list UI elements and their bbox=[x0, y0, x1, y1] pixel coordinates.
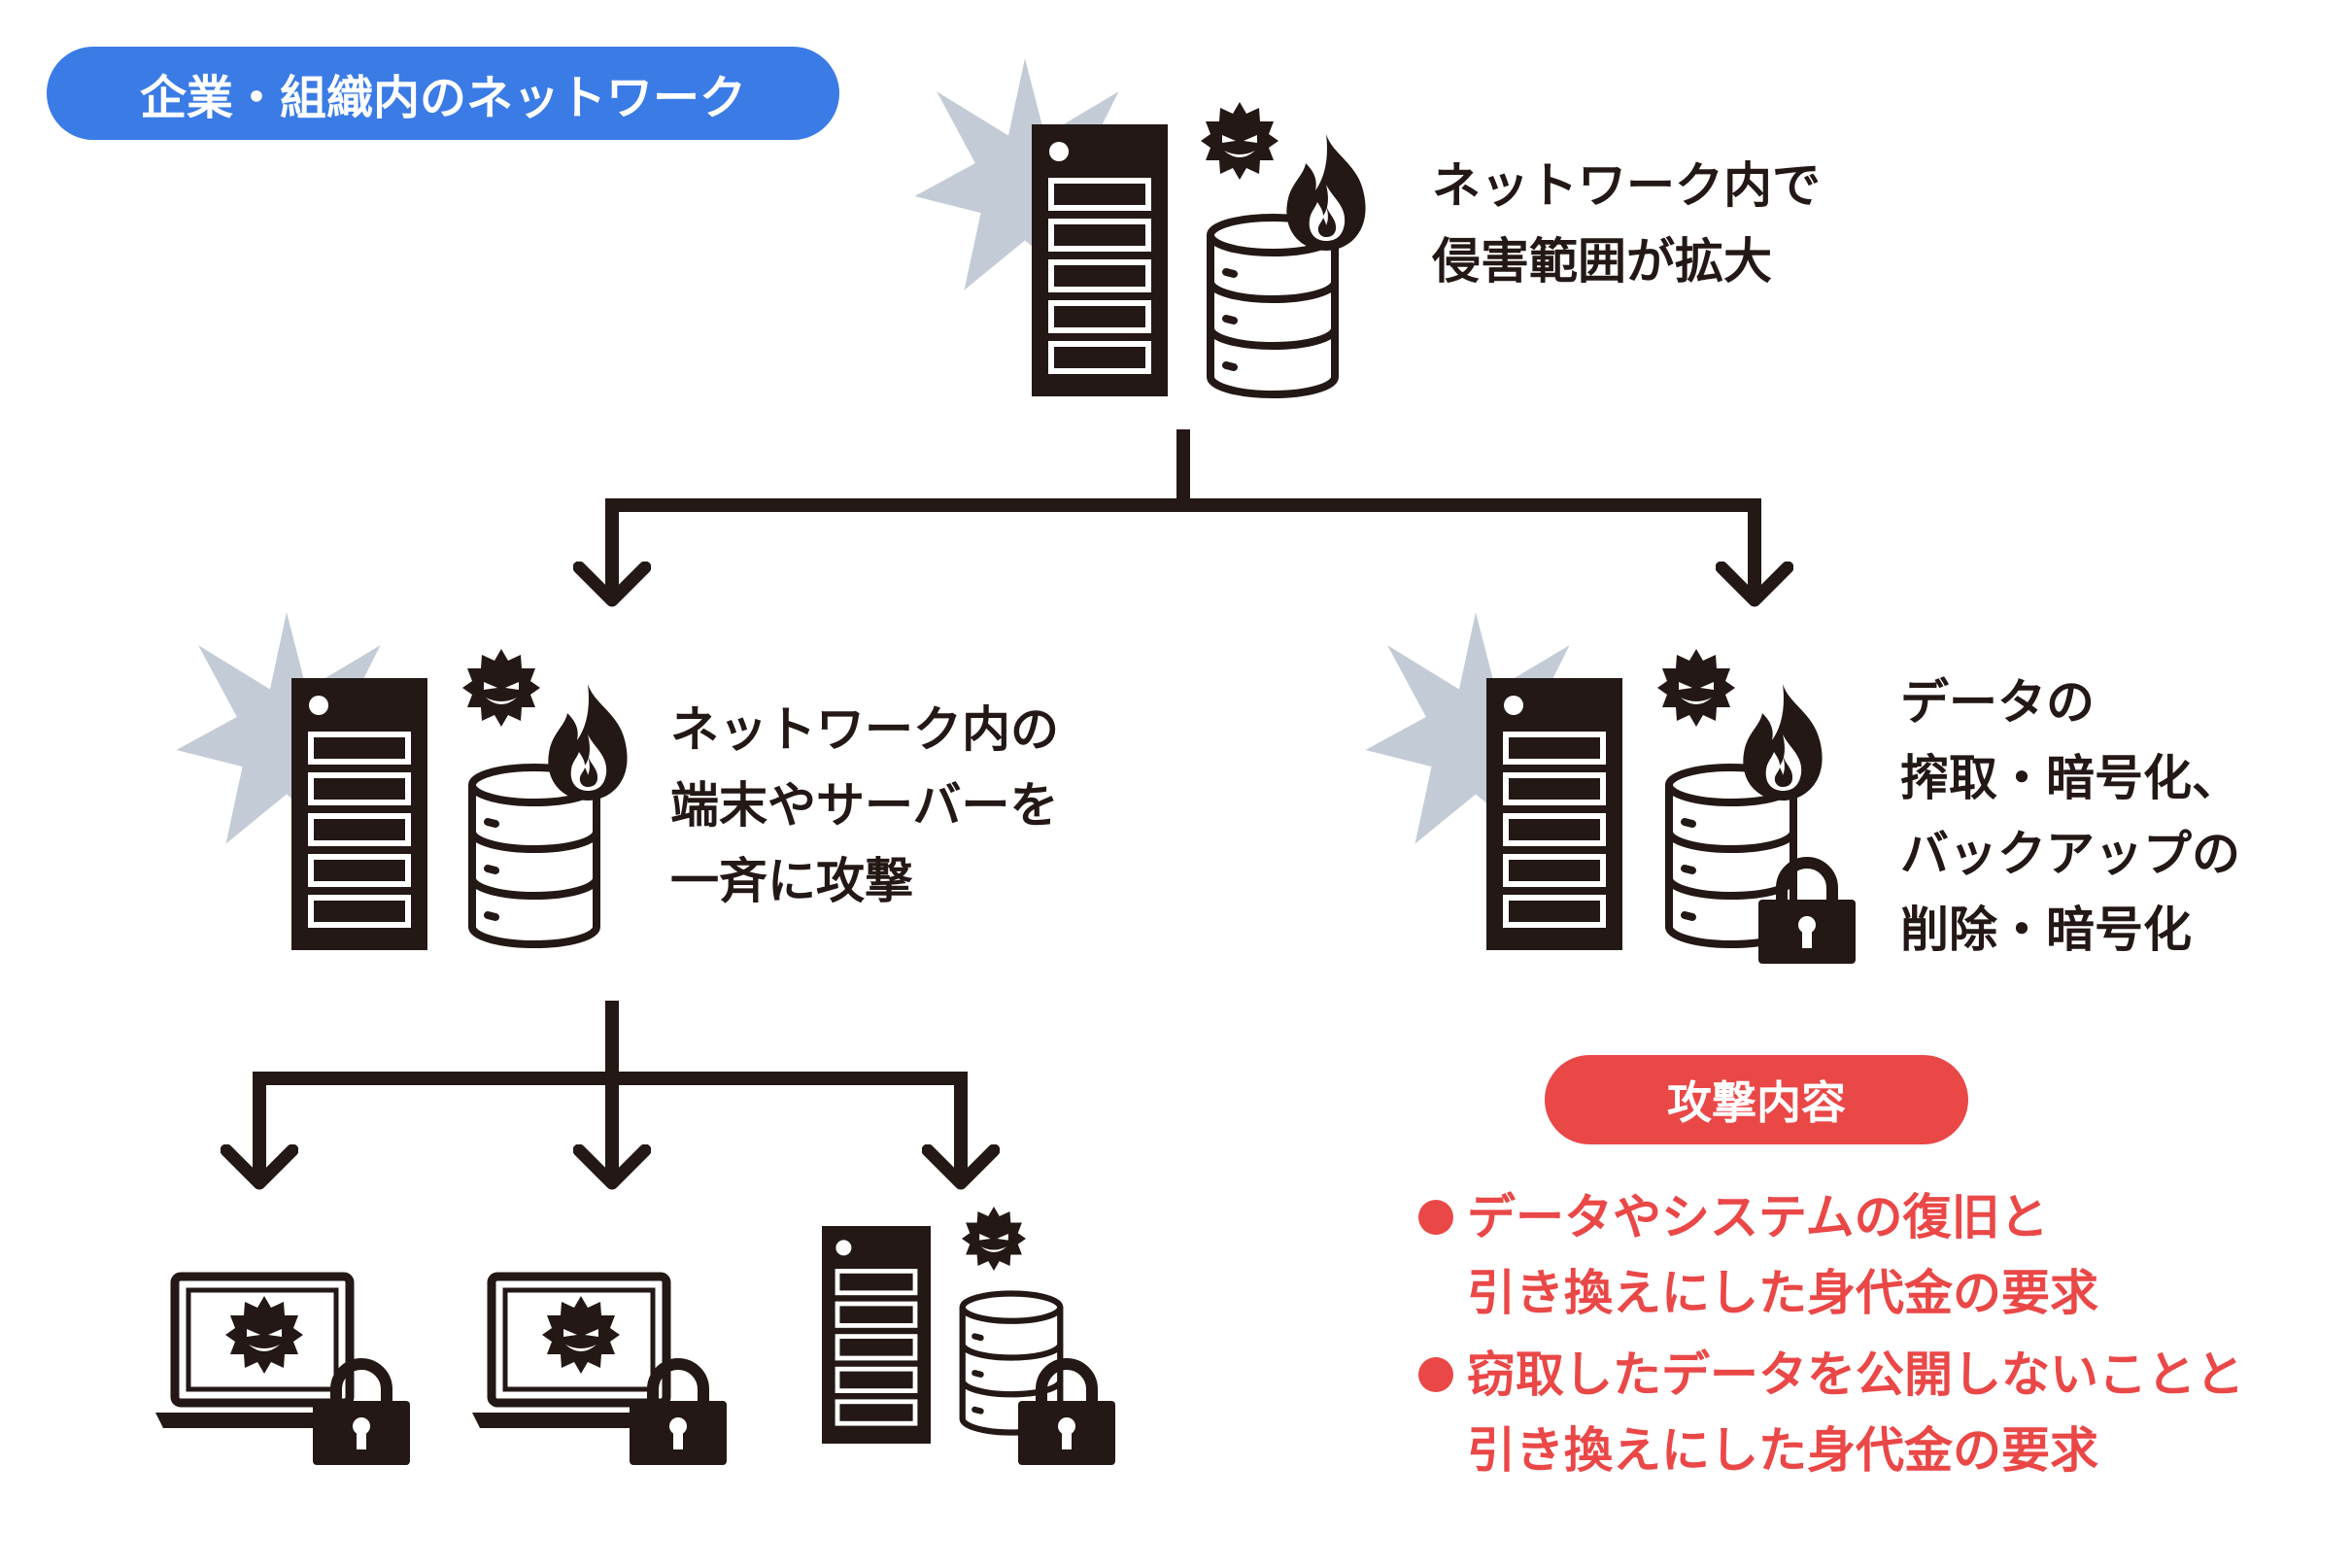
virus-icon bbox=[1201, 102, 1278, 180]
middle-right-node-label: データの 搾取・暗号化、 バックアップの 削除・暗号化 bbox=[1900, 665, 2240, 968]
arrow-down-icon bbox=[573, 562, 651, 610]
attack-item: 窃取したデータを公開しないことと 引き換えにした身代金の要求 bbox=[1418, 1337, 2244, 1488]
arrow-down-icon bbox=[922, 1144, 1000, 1193]
middle-left-node-label-line: 端末やサーバーを bbox=[670, 777, 1059, 834]
fire-icon bbox=[1282, 134, 1370, 251]
arrow-down-icon bbox=[1716, 562, 1793, 610]
attack-item-line: データやシステムの復旧と bbox=[1467, 1189, 2049, 1245]
virus-icon bbox=[962, 1207, 1026, 1271]
server-icon bbox=[291, 678, 427, 950]
fire-icon bbox=[544, 684, 631, 801]
fire-icon bbox=[1739, 684, 1826, 801]
attack-item: データやシステムの復旧と 引き換えにした身代金の要求 bbox=[1418, 1179, 2098, 1331]
middle-right-node-label-line: データの bbox=[1900, 674, 2095, 731]
server-icon bbox=[822, 1226, 931, 1444]
bullet-icon bbox=[1418, 1200, 1453, 1235]
middle-left-node-label-line: 一斉に攻撃 bbox=[670, 853, 913, 909]
lock-icon bbox=[313, 1358, 410, 1465]
lock-icon bbox=[1018, 1358, 1115, 1465]
attack-item-line: 引き換えにした身代金の要求 bbox=[1467, 1422, 2098, 1479]
network-scope-badge-label: 企業・組織内のネットワーク bbox=[139, 71, 746, 125]
attack-content-badge: 攻撃内容 bbox=[1545, 1055, 1968, 1144]
bullet-icon bbox=[1418, 1357, 1453, 1392]
virus-icon bbox=[225, 1296, 303, 1374]
attack-content-badge-label: 攻撃内容 bbox=[1667, 1076, 1846, 1129]
virus-icon bbox=[1657, 649, 1735, 727]
middle-left-node-label: ネットワーク内の 端末やサーバーを 一斉に攻撃 bbox=[670, 692, 1059, 919]
lock-icon bbox=[630, 1358, 727, 1465]
network-scope-badge: 企業・組織内のネットワーク bbox=[47, 47, 839, 140]
middle-left-node-label-line: ネットワーク内の bbox=[670, 701, 1059, 758]
virus-icon bbox=[462, 649, 540, 727]
top-node-label: ネットワーク内で 侵害範囲が拡大 bbox=[1432, 148, 1821, 299]
middle-right-node-label-line: 削除・暗号化 bbox=[1900, 902, 2192, 958]
server-icon bbox=[1032, 124, 1168, 396]
attack-item-line: 引き換えにした身代金の要求 bbox=[1467, 1265, 2098, 1321]
top-node-label-line: 侵害範囲が拡大 bbox=[1432, 233, 1772, 290]
middle-right-node-label-line: バックアップの bbox=[1900, 826, 2240, 882]
lock-icon bbox=[1758, 857, 1856, 964]
top-node-label-line: ネットワーク内で bbox=[1432, 157, 1821, 214]
arrow-down-icon bbox=[221, 1144, 298, 1193]
virus-icon bbox=[542, 1296, 620, 1374]
server-icon bbox=[1486, 678, 1622, 950]
arrow-down-icon bbox=[573, 1144, 651, 1193]
attack-item-line: 窃取したデータを公開しないことと bbox=[1467, 1346, 2244, 1403]
middle-right-node-label-line: 搾取・暗号化、 bbox=[1900, 750, 2240, 806]
